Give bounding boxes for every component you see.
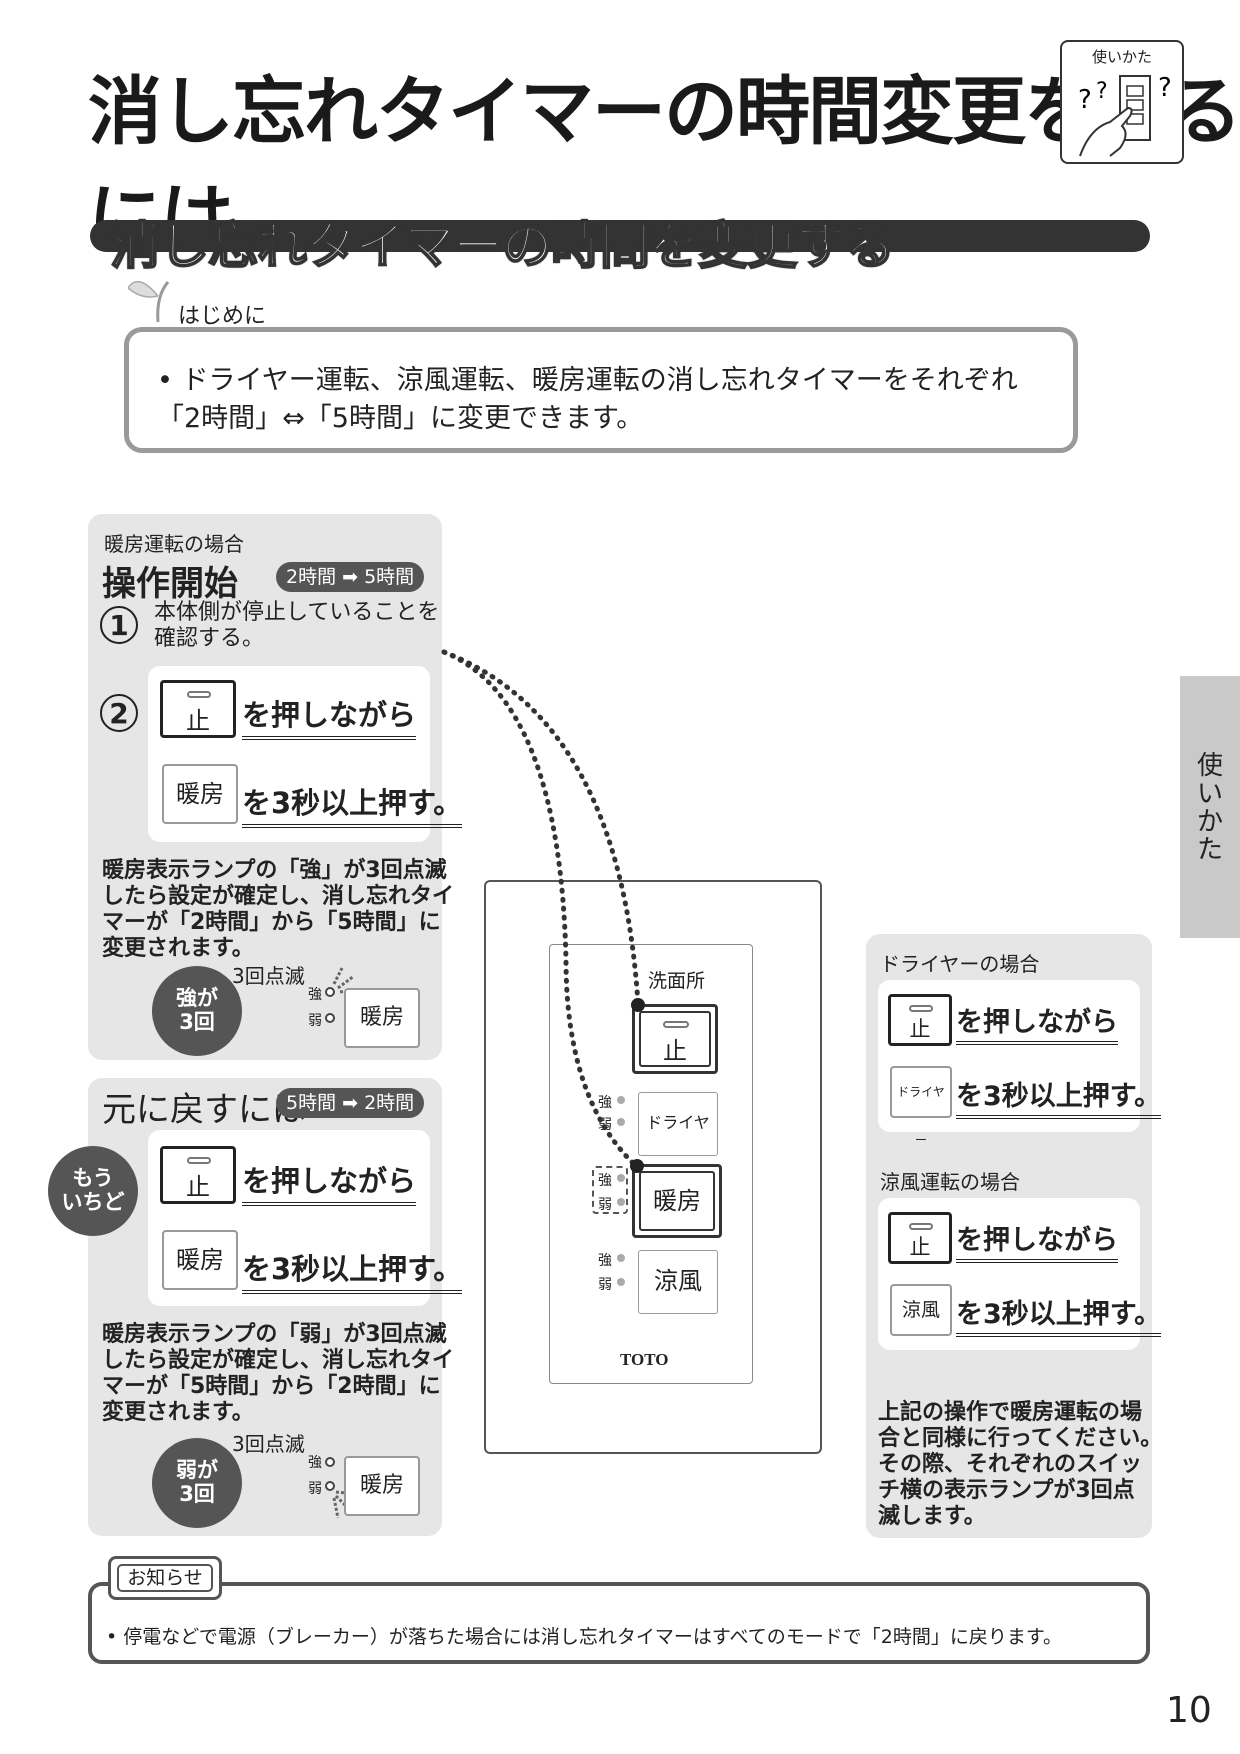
intro-line-1: • ドライヤー運転、涼風運転、暖房運転の消し忘れタイマーをそれぞれ <box>157 365 1018 396</box>
revert-blink-label: 3回点滅 <box>232 1432 305 1456</box>
heat-key-small: 暖房 <box>344 988 420 1048</box>
heat-lamp-strong: 強 <box>598 1173 612 1189</box>
usage-illustration: 使いかた ? ? ? <box>1060 40 1184 164</box>
badge-2h-to-5h: 2時間 ➡ 5時間 <box>276 562 425 592</box>
revert-lamp-weak: 弱 <box>308 1481 322 1497</box>
svg-text:?: ? <box>1078 85 1092 115</box>
step-1-number: 1 <box>100 606 138 644</box>
hand-switch-icon: ? ? ? <box>1078 73 1172 157</box>
dryer-press-while: を押しながら <box>956 1000 1118 1045</box>
device-location: 洗面所 <box>648 970 706 992</box>
cool-stop-key: 止 <box>888 1212 952 1264</box>
press-while-text: を押しながら <box>242 692 417 740</box>
page-number: 10 <box>1166 1690 1212 1731</box>
intro-label: はじめに <box>178 304 267 329</box>
heating-result-2: したら設定が確定し、消し忘れタイ <box>102 884 455 909</box>
notice-box: • 停電などで電源（ブレーカー）が落ちた場合には消し忘れタイマーはすべてのモード… <box>88 1582 1150 1664</box>
step-2-number: 2 <box>100 694 138 732</box>
cool-note-3: その際、それぞれのスイッ <box>878 1452 1143 1477</box>
revert-heat-key: 暖房 <box>162 1230 238 1290</box>
page-title: 消し忘れタイマーの時間変更をするには <box>88 69 1240 262</box>
cool-key: 涼風 <box>890 1284 952 1336</box>
notice-tag: お知らせ <box>108 1556 222 1600</box>
cool-note-1: 上記の操作で暖房運転の場 <box>878 1400 1143 1425</box>
revert-heat-key-small: 暖房 <box>344 1456 420 1516</box>
usage-label: 使いかた <box>1091 48 1152 66</box>
step-1-line-1: 本体側が停止していることを <box>154 600 440 625</box>
heating-result-4: 変更されます。 <box>102 936 254 961</box>
side-tab-label: 使いかた <box>1196 751 1223 865</box>
revert-press-3s: を3秒以上押す。 <box>242 1246 463 1294</box>
cool-note-2: 合と同様に行ってください。 <box>878 1426 1163 1451</box>
side-tab <box>1180 676 1240 938</box>
device-heat-button[interactable]: 暖房 <box>632 1164 722 1238</box>
revert-press-while: を押しながら <box>242 1158 417 1206</box>
heating-result-3: マーが「2時間」から「5時間」に <box>102 910 441 935</box>
revert-stop-key: 止 <box>160 1146 236 1204</box>
revert-result-2: したら設定が確定し、消し忘れタイ <box>102 1348 455 1373</box>
cool-press-3s: を3秒以上押す。 <box>956 1292 1162 1337</box>
cool-note-5: 滅します。 <box>878 1504 986 1529</box>
intro-line-2: 「2時間」⇔「5時間」に変更できます。 <box>157 403 644 434</box>
again-bubble: もういちど <box>48 1146 138 1236</box>
heat-lamp-weak: 弱 <box>598 1197 612 1213</box>
revert-title: 元に戻すには <box>102 1090 306 1130</box>
revert-lamp-strong: 強 <box>308 1455 322 1471</box>
badge-5h-to-2h: 5時間 ➡ 2時間 <box>276 1088 425 1118</box>
cool-lamp-strong: 強 <box>598 1253 612 1269</box>
dryer-lamp-strong: 強 <box>598 1095 612 1111</box>
indicator-lamps <box>617 1096 625 1286</box>
heating-case-label: 暖房運転の場合 <box>104 532 244 556</box>
lamp-strong-label: 強 <box>308 987 322 1003</box>
dryer-press-3s: を3秒以上押す。 <box>956 1074 1162 1119</box>
dryer-key: ドライヤー <box>890 1066 952 1147</box>
device-dryer-button[interactable]: ドライヤー <box>638 1092 718 1192</box>
lamp-weak-label: 弱 <box>308 1013 322 1029</box>
stop-key: 止 <box>160 680 236 738</box>
step-1-line-2: 確認する。 <box>154 626 265 651</box>
heat-key: 暖房 <box>162 764 238 824</box>
device-cool-button[interactable]: 涼風 <box>638 1250 718 1314</box>
dryer-stop-key: 止 <box>888 994 952 1046</box>
press-3s-text: を3秒以上押す。 <box>242 780 463 828</box>
device-stop-button[interactable]: 止 <box>632 1004 718 1074</box>
cool-lamp-weak: 弱 <box>598 1277 612 1293</box>
blink-label: 3回点滅 <box>232 964 305 988</box>
svg-text:?: ? <box>1158 73 1172 103</box>
cool-case-label: 涼風運転の場合 <box>880 1170 1020 1194</box>
notice-text: • 停電などで電源（ブレーカー）が落ちた場合には消し忘れタイマーはすべてのモード… <box>106 1626 1062 1648</box>
revert-result-4: 変更されます。 <box>102 1400 254 1425</box>
section-bar <box>90 220 1150 252</box>
heating-result-1: 暖房表示ランプの「強」が3回点滅 <box>102 858 447 883</box>
brand-logo: TOTO <box>620 1350 669 1369</box>
sprout-icon <box>128 280 170 323</box>
start-label: 操作開始 <box>102 564 238 604</box>
svg-text:?: ? <box>1096 79 1108 104</box>
revert-result-1: 暖房表示ランプの「弱」が3回点滅 <box>102 1322 447 1347</box>
cool-press-while: を押しながら <box>956 1218 1118 1263</box>
section-title: 消し忘れタイマーの時間を変更する <box>109 216 896 276</box>
dryer-lamp-weak: 弱 <box>598 1117 612 1133</box>
intro-box: • ドライヤー運転、涼風運転、暖房運転の消し忘れタイマーをそれぞれ 「2時間」⇔… <box>124 327 1078 453</box>
revert-result-3: マーが「5時間」から「2時間」に <box>102 1374 441 1399</box>
dryer-case-label: ドライヤーの場合 <box>880 952 1040 976</box>
cool-note-4: チ横の表示ランプが3回点 <box>878 1478 1135 1503</box>
